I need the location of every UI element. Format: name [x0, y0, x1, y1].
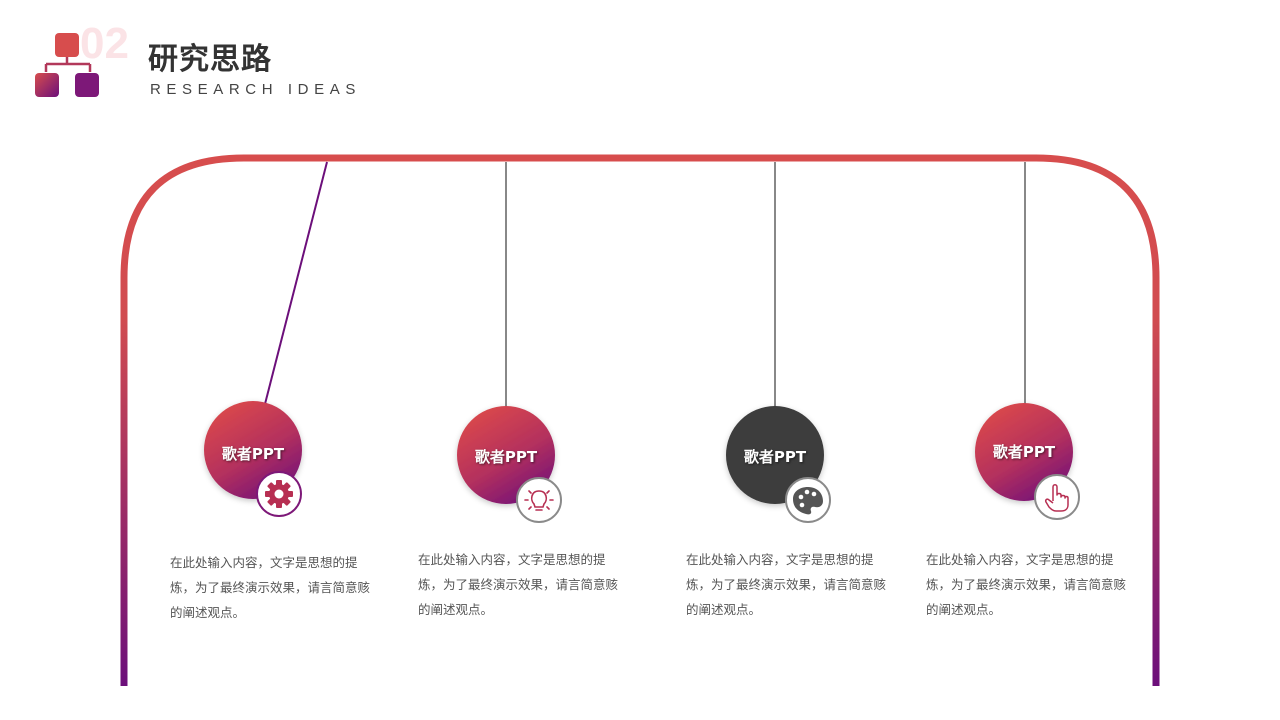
description-1: 在此处输入内容，文字是思想的提炼，为了最终演示效果，请言简意赅的阐述观点。 [170, 555, 371, 620]
gear-icon [256, 471, 302, 517]
page-title: 研究思路 [148, 42, 272, 77]
description-4: 在此处输入内容，文字是思想的提炼，为了最终演示效果，请言简意赅的阐述观点。 [926, 552, 1127, 617]
page-subtitle: RESEARCH IDEAS [150, 81, 361, 98]
description-2: 在此处输入内容，文字是思想的提炼，为了最终演示效果，请言简意赅的阐述观点。 [418, 552, 619, 617]
section-number: 02 [80, 19, 129, 68]
palette-icon [785, 477, 831, 523]
frame-arch [120, 154, 1160, 686]
lightbulb-icon [516, 477, 562, 523]
node-label-3: 歌者PPT [743, 448, 807, 466]
hand-pointer-icon [1034, 474, 1080, 520]
node-label-1: 歌者PPT [221, 445, 285, 463]
description-3: 在此处输入内容，文字是思想的提炼，为了最终演示效果，请言简意赅的阐述观点。 [686, 552, 887, 617]
hierarchy-icon [35, 33, 99, 97]
node-label-4: 歌者PPT [992, 443, 1056, 461]
string-1 [264, 161, 328, 405]
node-label-2: 歌者PPT [474, 448, 538, 466]
